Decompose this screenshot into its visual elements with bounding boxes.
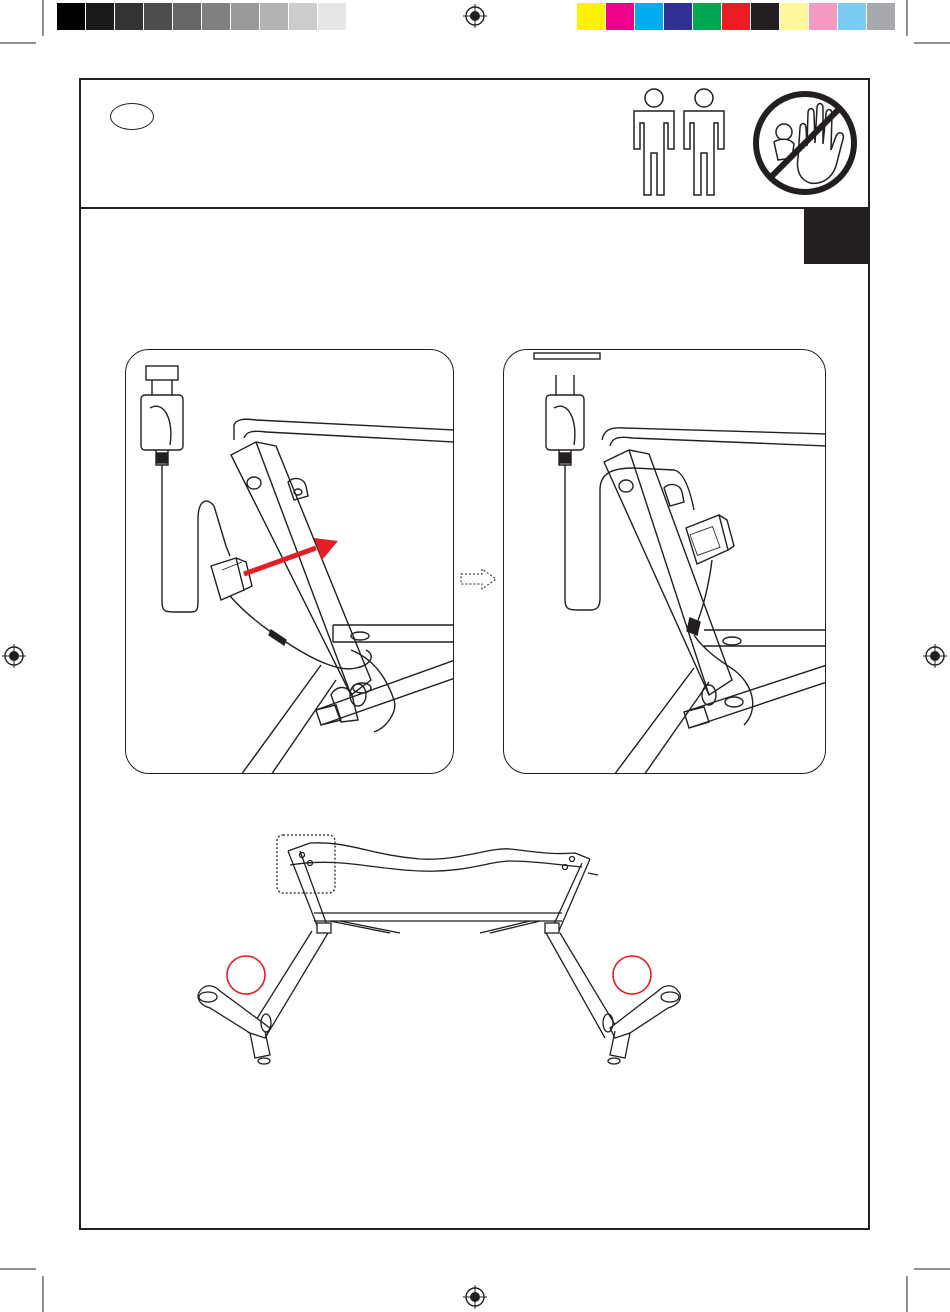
language-badge (110, 103, 154, 130)
registration-mark-icon (463, 1285, 487, 1309)
next-step-arrow-icon (460, 568, 498, 590)
desk-frame-overview-illustration (190, 833, 690, 1073)
red-direction-arrow (244, 538, 338, 574)
person-icon (634, 89, 674, 195)
cable-routing-after-illustration (504, 350, 826, 774)
step-number-tab (804, 209, 870, 264)
registration-mark-icon (463, 4, 487, 28)
two-persons-icon (628, 87, 730, 199)
no-children-icon (750, 88, 860, 198)
callout-circle-left (227, 956, 265, 994)
header-divider (79, 207, 870, 209)
panel-cable-routing-after (503, 349, 826, 774)
callout-circle-right (613, 956, 651, 994)
person-icon (684, 89, 724, 195)
registration-mark-icon (2, 644, 26, 668)
panel-cable-routing-before (125, 349, 454, 774)
registration-mark-icon (923, 644, 947, 668)
cable-routing-before-illustration (126, 350, 454, 774)
